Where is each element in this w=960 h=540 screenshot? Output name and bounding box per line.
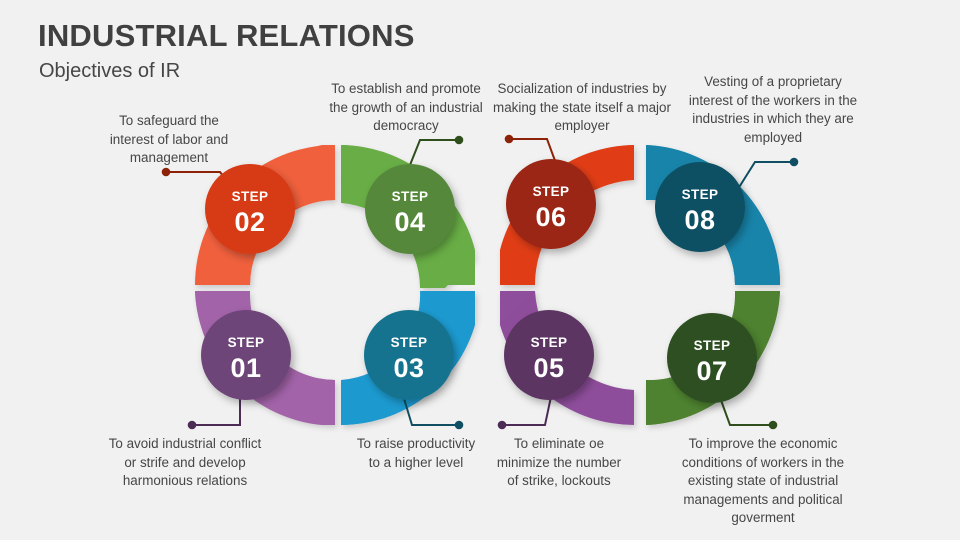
- step-07-number: 07: [696, 356, 727, 386]
- callout-step-06: Socialization of industries by making th…: [493, 81, 671, 133]
- step-06-number: 06: [535, 202, 566, 232]
- step-node-04[interactable]: STEP 04: [365, 164, 455, 254]
- callout-step-01: To avoid industrial conflict or strife a…: [108, 436, 262, 488]
- step-02-label: STEP: [232, 189, 269, 204]
- callout-step-07: To improve the economic conditions of wo…: [681, 436, 845, 525]
- step-node-07[interactable]: STEP 07: [667, 313, 757, 403]
- page-subtitle: Objectives of IR: [39, 60, 181, 82]
- connector-step-05: [497, 391, 553, 430]
- step-03-label: STEP: [391, 335, 428, 350]
- callout-step-03: To raise productivity to a higher level: [356, 436, 476, 470]
- connector-step-07: [717, 391, 778, 430]
- step-node-01[interactable]: STEP 01: [201, 310, 291, 400]
- callout-step-05: To eliminate oe minimize the number of s…: [496, 436, 622, 488]
- step-04-number: 04: [394, 207, 425, 237]
- step-08-label: STEP: [682, 187, 719, 202]
- step-node-05[interactable]: STEP 05: [504, 310, 594, 400]
- step-05-number: 05: [533, 353, 564, 383]
- step-08-number: 08: [684, 205, 715, 235]
- step-node-02[interactable]: STEP 02: [205, 164, 295, 254]
- callout-step-02: To safeguard the interest of labor and m…: [109, 113, 229, 165]
- step-06-label: STEP: [533, 184, 570, 199]
- step-node-08[interactable]: STEP 08: [655, 162, 745, 252]
- step-04-label: STEP: [392, 189, 429, 204]
- step-node-03[interactable]: STEP 03: [364, 310, 454, 400]
- step-node-06[interactable]: STEP 06: [506, 159, 596, 249]
- arc-step-06: [500, 145, 634, 285]
- step-01-label: STEP: [228, 335, 265, 350]
- step-02-number: 02: [234, 207, 265, 237]
- callout-step-04: To establish and promote the growth of a…: [329, 81, 483, 133]
- step-05-label: STEP: [531, 335, 568, 350]
- step-07-label: STEP: [694, 338, 731, 353]
- callout-step-08: Vesting of a proprietary interest of the…: [688, 74, 858, 145]
- connector-step-03: [401, 391, 464, 430]
- connector-step-01: [187, 392, 241, 430]
- step-01-number: 01: [230, 353, 261, 383]
- step-03-number: 03: [393, 353, 424, 383]
- page-title: INDUSTRIAL RELATIONS: [38, 18, 415, 53]
